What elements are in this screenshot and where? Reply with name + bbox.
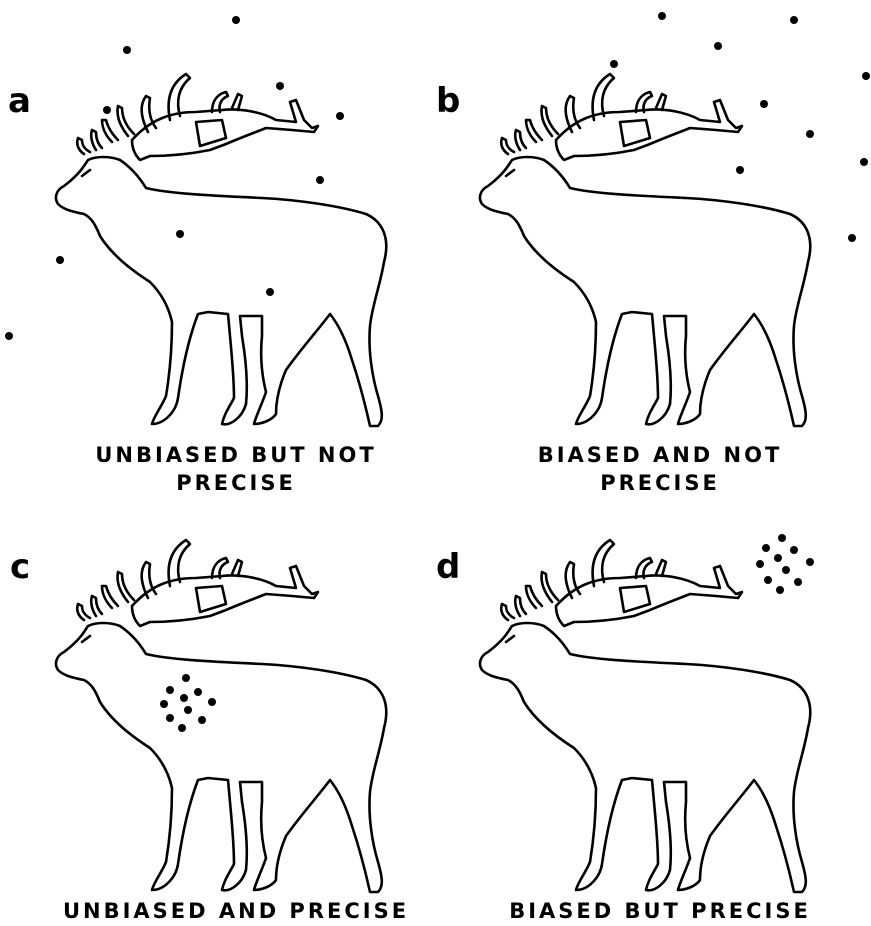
shot-dot [778,534,786,542]
caption-b-line-2: PRECISE [600,471,720,495]
shot-dot [184,706,192,714]
shot-dot [5,332,13,340]
panel-d: d BIASED BUT PRECISE [436,534,814,923]
shot-group-d [756,534,814,594]
elk-icon [480,74,810,426]
shot-dot [860,158,868,166]
shot-group-c [160,674,216,732]
shot-dot [760,100,768,108]
shot-dot [806,130,814,138]
panel-letter-c: c [10,547,30,587]
caption-a-line-2: PRECISE [176,471,296,495]
elk-icon [480,540,810,892]
shot-dot [790,16,798,24]
elk-icon [56,74,386,426]
panel-letter-d: d [436,547,460,587]
shot-dot [182,674,190,682]
shot-dot [56,256,64,264]
panel-c: c UNBIASED AND PRECISE [10,540,409,923]
shot-group-a [5,16,344,340]
shot-dot [198,716,206,724]
shot-dot [180,694,188,702]
caption-a-line-1: UNBIASED BUT NOT [95,443,376,467]
shot-dot [166,686,174,694]
shot-dot [176,230,184,238]
panel-a: a UNBIASED BUT NOT PRECISE [5,16,386,495]
shot-dot [762,544,770,552]
shot-dot [658,12,666,20]
shot-dot [276,82,284,90]
shot-dot [194,688,202,696]
shot-dot [764,576,772,584]
shot-dot [178,724,186,732]
shot-dot [714,42,722,50]
shot-dot [790,546,798,554]
shot-dot [123,46,131,54]
shot-dot [166,714,174,722]
shot-dot [232,16,240,24]
shot-dot [160,700,168,708]
shot-dot [208,698,216,706]
shot-dot [336,112,344,120]
elk-icon [56,540,386,892]
panel-letter-b: b [436,81,460,121]
shot-dot [862,72,870,80]
caption-b-line-1: BIASED AND NOT [538,443,783,467]
caption-c-line-1: UNBIASED AND PRECISE [63,899,409,923]
shot-dot [774,554,782,562]
shot-dot [610,60,618,68]
shot-dot [776,586,784,594]
shot-dot [806,558,814,566]
caption-d-line-1: BIASED BUT PRECISE [509,899,811,923]
shot-dot [848,234,856,242]
shot-dot [736,166,744,174]
shot-dot [756,560,764,568]
shot-dot [782,566,790,574]
panel-letter-a: a [8,81,31,121]
shot-dot [316,176,324,184]
shot-dot [794,578,802,586]
shot-dot [266,288,274,296]
shot-dot [103,106,111,114]
panel-b: b BIASED AND NOT PRECISE [436,12,870,495]
